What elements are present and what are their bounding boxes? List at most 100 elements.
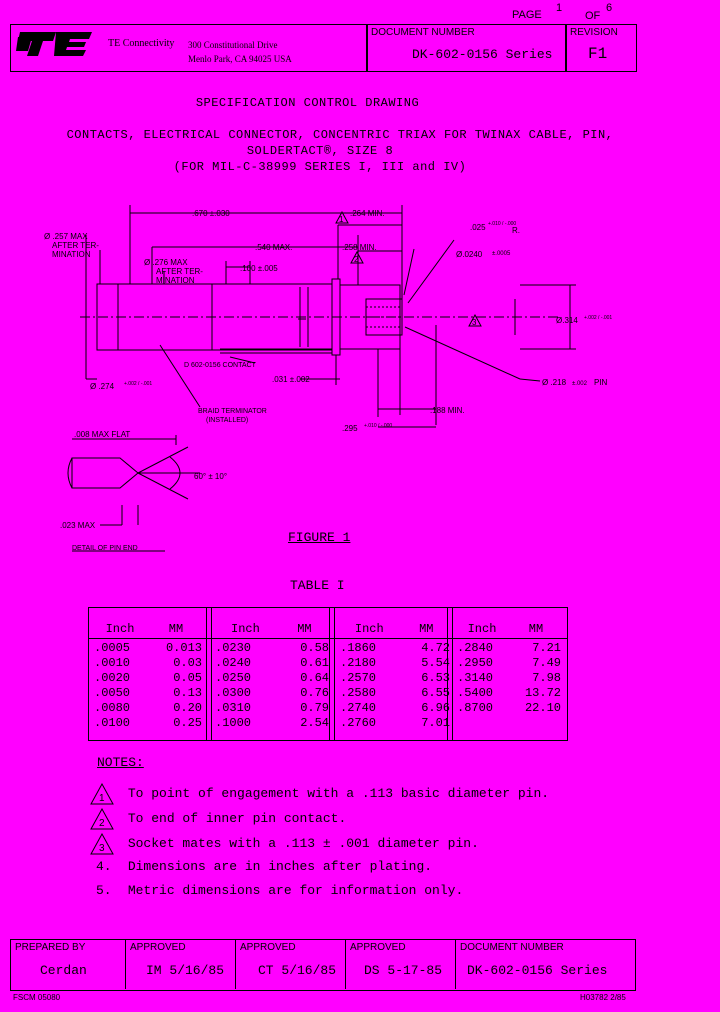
- form-number-left: FSCM 05080: [13, 993, 61, 1002]
- prepared-by-value: Cerdan: [40, 963, 87, 978]
- company-addr1: 300 Constitutional Drive: [188, 40, 278, 50]
- table-cell-inch: .2570: [340, 670, 377, 685]
- table-title: TABLE I: [290, 578, 345, 593]
- table-row: .0310 0.79: [213, 700, 331, 715]
- dim-025: .025: [470, 223, 486, 232]
- dim-264: .264 MIN.: [350, 209, 385, 218]
- table-cell-inch: .0010: [94, 655, 131, 670]
- dim-276b: AFTER TER-: [156, 267, 203, 276]
- svg-text:1: 1: [99, 793, 105, 804]
- table-row: .0080 0.20: [92, 700, 204, 715]
- table-header-mm: MM: [168, 622, 184, 636]
- note-triangle-icon: 1: [90, 782, 114, 805]
- conversion-table: [88, 607, 568, 741]
- table-cell-mm: 2.54: [300, 715, 329, 730]
- doc-number-label: DOCUMENT NUMBER: [371, 27, 475, 38]
- revision-box: [565, 24, 637, 72]
- table-row: .0010 0.03: [92, 655, 204, 670]
- dim-023: .023 MAX: [60, 521, 96, 530]
- dim-274-tol: +.002 / -.001: [124, 381, 152, 387]
- table-cell-inch: .0240: [215, 655, 252, 670]
- dim-031: .031 ±.002: [272, 375, 310, 384]
- table-cell-inch: .0020: [94, 670, 131, 685]
- detail-label: DETAIL OF PIN END: [72, 545, 138, 552]
- table-cell-inch: .8700: [457, 700, 494, 715]
- table-cell-mm: 7.98: [532, 670, 561, 685]
- note-triangle-icon: 2: [90, 807, 114, 830]
- dim-0240-tol: ±.0005: [492, 251, 511, 257]
- doc-number-box: [366, 24, 567, 72]
- table-cell-inch: .2740: [340, 700, 377, 715]
- table-cell-inch: .0230: [215, 640, 252, 655]
- table-header-inch: Inch: [105, 622, 135, 636]
- table-cell-inch: .1860: [340, 640, 377, 655]
- dim-540: .540 MAX.: [255, 243, 292, 252]
- table-cell-mm: 0.20: [173, 700, 202, 715]
- braid-label-2: (INSTALLED): [206, 417, 248, 424]
- dim-0240: Ø.0240: [456, 250, 483, 259]
- table-cell-inch: .0100: [94, 715, 131, 730]
- note-1: 1 To point of engagement with a .113 bas…: [90, 782, 549, 805]
- table-cell-inch: .2760: [340, 715, 377, 730]
- dim-276: Ø .276 MAX: [144, 258, 188, 267]
- title-line-1: SPECIFICATION CONTROL DRAWING: [195, 96, 420, 110]
- table-cell-mm: 13.72: [524, 685, 561, 700]
- table-cell-inch: .0310: [215, 700, 252, 715]
- table-cell-mm: 0.64: [300, 670, 329, 685]
- table-row: [455, 715, 563, 730]
- dim-257: Ø .257 MAX: [44, 232, 88, 241]
- note-2: 2 To end of inner pin contact.: [90, 807, 346, 830]
- table-row: .0250 0.64: [213, 670, 331, 685]
- footer-box: [10, 939, 636, 991]
- page-number: 1: [556, 2, 563, 14]
- table-header-inch: Inch: [231, 622, 260, 636]
- table-cell-inch: .0080: [94, 700, 131, 715]
- table-cell-mm: 22.10: [524, 700, 561, 715]
- table-cell-mm: 0.79: [300, 700, 329, 715]
- note-4: 4. Dimensions are in inches after platin…: [96, 859, 433, 874]
- table-cell-mm: 7.49: [532, 655, 561, 670]
- dim-218-suffix: PIN: [594, 378, 608, 387]
- table-cell-mm: 0.03: [173, 655, 202, 670]
- dim-025-tol: +.010 / -.000: [488, 221, 516, 227]
- table-cell-mm: 0.61: [300, 655, 329, 670]
- table-cell-inch: .0250: [215, 670, 252, 685]
- table-cell-mm: 0.25: [173, 715, 202, 730]
- svg-text:2: 2: [354, 255, 359, 264]
- svg-text:3: 3: [472, 318, 477, 327]
- dim-188: .188 MIN.: [430, 406, 465, 415]
- figure-label: FIGURE 1: [288, 530, 351, 545]
- note-5: 5. Metric dimensions are for information…: [96, 883, 464, 898]
- of-number: 6: [606, 2, 613, 14]
- note-triangle-icon: 3: [90, 832, 114, 855]
- dim-314-tol: +.002 / -.001: [584, 315, 612, 321]
- dim-257c: MINATION: [52, 250, 91, 259]
- table-cell-mm: 7.01: [421, 715, 450, 730]
- te-logo: [16, 32, 92, 56]
- table-cell-mm: 0.76: [300, 685, 329, 700]
- note-3: 3 Socket mates with a .113 ± .001 diamet…: [90, 832, 479, 855]
- approved-2-value: CT 5/16/85: [258, 963, 337, 978]
- dim-025-suffix: R.: [512, 226, 520, 235]
- notes-heading: NOTES:: [97, 755, 144, 770]
- svg-text:2: 2: [99, 818, 105, 829]
- company-name: TE Connectivity: [108, 38, 175, 49]
- dim-295: .295: [342, 424, 358, 433]
- table-header-inch: Inch: [467, 622, 497, 636]
- table-header-inch: Inch: [354, 622, 384, 636]
- angle-label: 60° ± 10°: [194, 472, 227, 481]
- table-cell-inch: .0005: [94, 640, 131, 655]
- table-row: .0240 0.61: [213, 655, 331, 670]
- table-cell-mm: [509, 715, 563, 730]
- svg-text:3: 3: [99, 843, 105, 854]
